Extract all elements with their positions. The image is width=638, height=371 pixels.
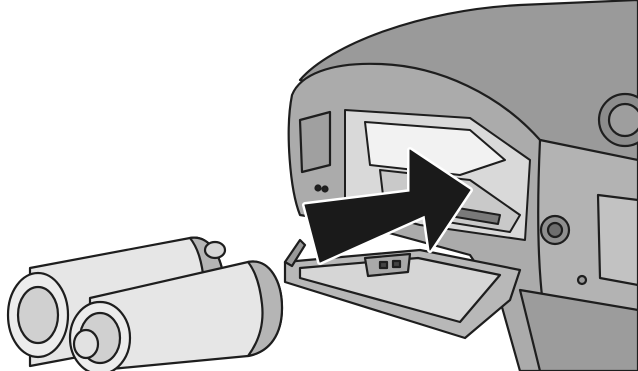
indicator-dot-2 (323, 187, 328, 192)
tripod-socket-inner (548, 223, 562, 237)
cover-contact-1 (380, 262, 387, 268)
cover-contact-2 (393, 261, 400, 267)
side-port (300, 112, 330, 172)
lens-ring-inner (609, 104, 638, 136)
side-panel (598, 195, 638, 285)
battery-front-terminal (74, 330, 98, 358)
indicator-dot-1 (316, 186, 321, 191)
bottom-screw (578, 276, 586, 284)
battery-back-terminal (205, 242, 225, 258)
